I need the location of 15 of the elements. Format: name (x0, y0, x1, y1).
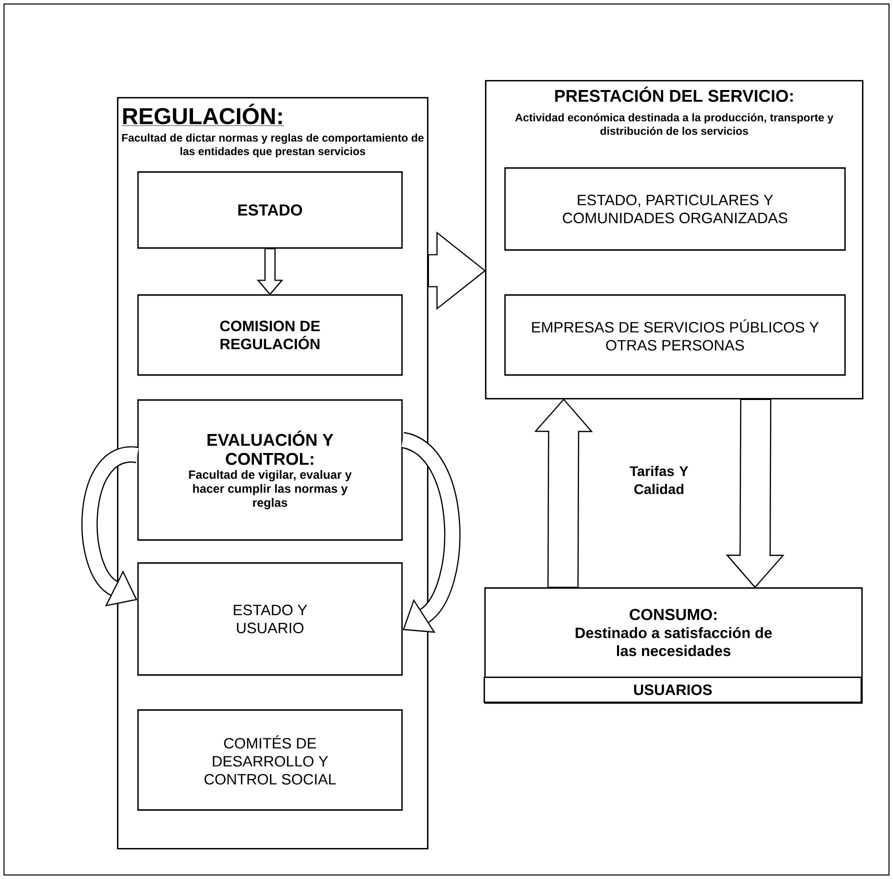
process-box: EMPRESAS DE SERVICIOS PÚBLICOS Y OTRAS PERSONAS (504, 294, 846, 376)
process-box: COMITÉS DE DESARROLLO Y CONTROL SOCIAL (137, 709, 403, 811)
process-box: ESTADO (137, 171, 403, 249)
process-box: ESTADO Y USUARIO (137, 562, 403, 676)
process-box: EVALUACIÓN Y CONTROL: Facultad de vigilar, evaluar y hacer cumplir las normas y reglas (137, 399, 403, 541)
curved-arrow (400, 432, 460, 633)
block-arrow (256, 248, 284, 296)
process-box: ESTADO, PARTICULARES Y COMUNIDADES ORGANIZADAS (504, 167, 846, 251)
curved-arrow (81, 446, 138, 606)
note-text: Tarifas Y Calidad (630, 466, 688, 494)
process-box: COMISION DE REGULACIÓN (137, 294, 403, 376)
block-arrow (534, 398, 593, 588)
block-arrow (726, 398, 784, 588)
label-band: USUARIOS (484, 676, 862, 703)
block-arrow (428, 231, 486, 310)
